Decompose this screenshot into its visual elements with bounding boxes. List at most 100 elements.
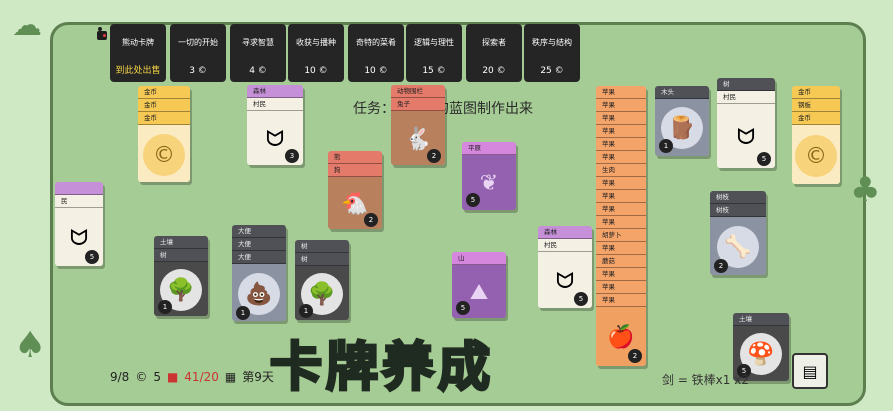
card-label: 动物围栏	[391, 85, 445, 98]
book-icon[interactable]: ▤	[792, 353, 828, 389]
recipe-text: 剑 = 铁棒x1	[662, 373, 731, 387]
pack-the-beginning[interactable]: 一切的开始 3 ©	[170, 24, 226, 82]
coin-icon: ©	[795, 135, 837, 177]
pack-title: 一切的开始	[178, 38, 218, 47]
pack-seek-wisdom[interactable]: 寻求智慧 4 ©	[230, 24, 286, 82]
card-count: 2	[427, 149, 441, 163]
wood-card[interactable]: 木头 🪵1	[655, 86, 709, 156]
card-count: 1	[299, 304, 313, 318]
card-label: 苹果	[596, 151, 646, 164]
card-label: 兔子	[391, 98, 445, 111]
bear-card[interactable]: 熊 狗 🐔2	[328, 151, 382, 229]
card-label: 苹果	[596, 125, 646, 138]
card-count: 2	[628, 349, 642, 363]
card-label: 树枝	[710, 204, 766, 217]
card-count: 1	[158, 300, 172, 314]
card-label: 村民	[717, 91, 775, 104]
villager-icon: ᗢ	[736, 124, 756, 150]
card-label: 森林	[247, 85, 303, 98]
card-label: 树	[295, 253, 349, 266]
pack-title: 收获与播种	[296, 38, 336, 47]
card-label: 土壤	[154, 236, 208, 249]
card-count: 1	[659, 139, 673, 153]
soil-card[interactable]: 土壤 树 🌳1	[154, 236, 208, 316]
apple-stack[interactable]: 苹果 苹果 苹果 苹果 苹果 苹果 生肉 苹果 苹果 苹果 苹果 胡萝卜 苹果 …	[596, 86, 646, 366]
pack-price: 3 ©	[189, 66, 207, 76]
animal-icon: 🐔	[341, 191, 369, 217]
card-label: 钢板	[792, 99, 840, 112]
card-label: 金币	[792, 86, 840, 99]
card-label: 森林	[538, 226, 592, 239]
coin-count: 5	[153, 369, 161, 384]
card-count: 5	[85, 250, 99, 264]
record-icon[interactable]	[97, 27, 107, 40]
pack-price: 25 ©	[540, 66, 564, 76]
pack-title: 熊动卡牌	[122, 38, 154, 47]
card-label: 大便	[232, 225, 286, 238]
card-label: 苹果	[596, 216, 646, 229]
plains-icon: ❦	[479, 170, 499, 196]
card-label: 金币	[792, 112, 840, 125]
recipe-hint: 剑 = 铁棒x1 x2	[662, 371, 749, 388]
sell-slot[interactable]: 熊动卡牌到此处出售	[110, 24, 166, 82]
card-count: 5	[456, 301, 470, 315]
pack-title: 奇特的菜肴	[356, 38, 396, 47]
pack-title: 探索者	[482, 38, 506, 47]
tree-icon: ♠	[14, 325, 47, 366]
mountain-card[interactable]: 山 ⛰5	[452, 252, 506, 318]
soil-card[interactable]: 土壤 🍄5	[733, 313, 789, 381]
tree-card[interactable]: 树 树 🌳1	[295, 240, 349, 320]
pack-explorer[interactable]: 探索者 20 ©	[466, 24, 522, 82]
card-label: 树枝	[710, 191, 766, 204]
pack-title: 寻求智慧	[242, 38, 274, 47]
card-label: 村民	[247, 98, 303, 111]
card-label: 苹果	[596, 268, 646, 281]
quest-tail: 的蓝图制作出来	[435, 101, 533, 117]
villager-icon: ᗢ	[555, 268, 575, 294]
card-label: 生肉	[596, 164, 646, 177]
card-count: 2	[714, 259, 728, 273]
food-count: 41/20	[184, 369, 219, 384]
card-label: 大便	[232, 251, 286, 264]
bird-icon: ♣	[850, 170, 881, 210]
card-label: 苹果	[596, 99, 646, 112]
card-label: 苹果	[596, 86, 646, 99]
quest-label: 任务：	[353, 101, 395, 117]
plains-card[interactable]: 平原 ❦5	[462, 142, 516, 210]
card-label: 金币	[138, 112, 190, 125]
pack-price: 15 ©	[422, 66, 446, 76]
card-label: 苹果	[596, 177, 646, 190]
title-banner: 卡牌养成	[268, 337, 495, 400]
card-count: 5	[737, 364, 751, 378]
card-label: 苹果	[596, 242, 646, 255]
card-label: 木头	[655, 86, 709, 99]
villager-icon: ᗢ	[265, 126, 285, 152]
poop-card[interactable]: 大便 大便 大便 💩1	[232, 225, 286, 321]
card-label: 民	[55, 195, 103, 208]
animal-pen-card[interactable]: 动物围栏 兔子 🐇2	[391, 85, 445, 165]
card-label: 苹果	[596, 203, 646, 216]
coin-stack[interactable]: 金币 金币 金币 ©	[138, 86, 190, 182]
card-label: 大便	[232, 238, 286, 251]
card-label: 苹果	[596, 138, 646, 151]
coin-stack[interactable]: 金币 钢板 金币 ©	[792, 86, 840, 184]
card-count: 2	[364, 213, 378, 227]
card-count: 5	[466, 193, 480, 207]
pack-price: 20 ©	[482, 66, 506, 76]
tree-icon: 🌳	[301, 273, 343, 315]
coin-icon: ©	[143, 134, 185, 176]
pack-price: 4 ©	[249, 66, 267, 76]
recipe-tail: x2	[734, 373, 749, 387]
pack-note: 到此处出售	[115, 66, 161, 76]
stick-card[interactable]: 树枝 树枝 🦴2	[710, 191, 766, 275]
card-label: 苹果	[596, 294, 646, 307]
card-label: 金币	[138, 99, 190, 112]
